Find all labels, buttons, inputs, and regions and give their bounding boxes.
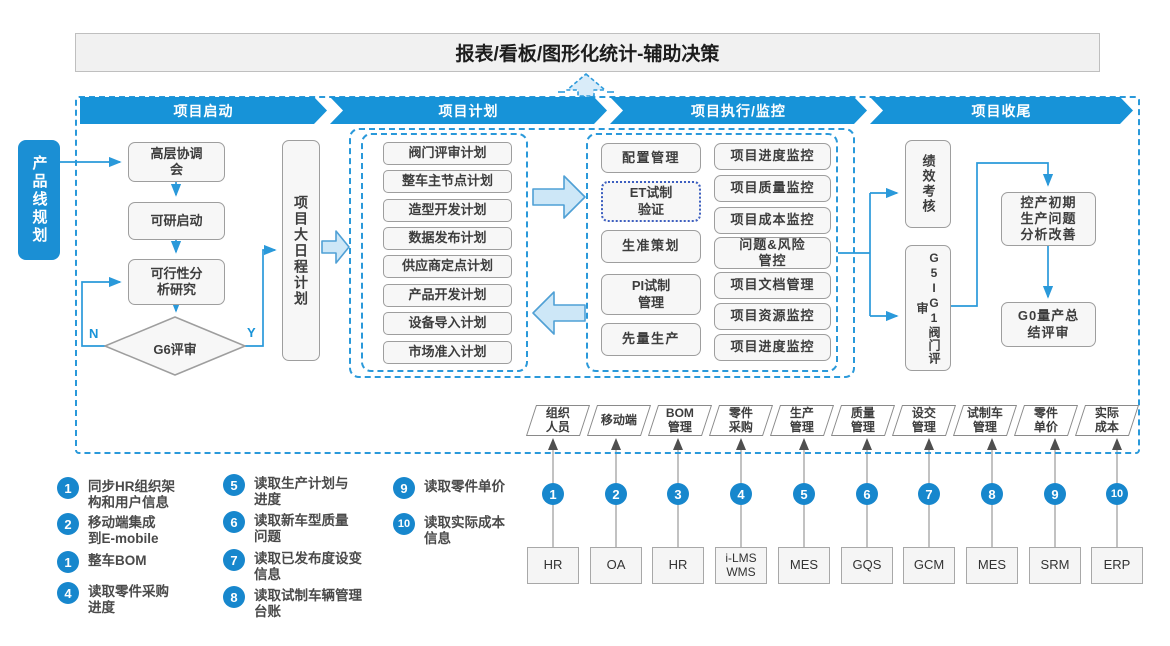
flow-number-badge: 1 xyxy=(542,483,564,505)
plan-item: 市场准入计划 xyxy=(383,341,512,364)
tag-bom-management: BOM 管理 xyxy=(647,405,713,436)
plan-item: 设备导入计划 xyxy=(383,312,512,335)
box-feasibility-analysis: 可行性分 析研究 xyxy=(128,259,225,305)
plan-item: 数据发布计划 xyxy=(383,227,512,250)
system-box-hr2: HR xyxy=(652,547,704,584)
tag-mobile: 移动端 xyxy=(586,405,652,436)
decision-no-label: N xyxy=(89,326,99,341)
decision-g6-review-label: G6评审 xyxy=(153,342,197,357)
monitor-item: 项目进度监控 xyxy=(714,334,831,361)
box-executive-coordination: 高层协调 会 xyxy=(128,142,225,182)
box-g0-mass-production-review: G0量产总 结评审 xyxy=(1001,302,1096,347)
flow-number-badge: 6 xyxy=(856,483,878,505)
flow-number-badge: 8 xyxy=(981,483,1003,505)
tag-quality-management: 质量 管理 xyxy=(830,405,896,436)
decision-yes-label: Y xyxy=(247,325,256,340)
system-box-oa: OA xyxy=(590,547,642,584)
tag-parts-purchasing: 零件 采购 xyxy=(708,405,774,436)
plan-container xyxy=(361,133,528,372)
monitor-item: 项目进度监控 xyxy=(714,143,831,170)
box-gate-review-g5ig1: G5IG1阀门评审 xyxy=(905,245,951,371)
flow-number-badge: 3 xyxy=(667,483,689,505)
exec-item-configuration: 配置管理 xyxy=(601,143,701,173)
plan-item: 阀门评审计划 xyxy=(383,142,512,165)
datasource-connectors xyxy=(548,438,1122,547)
exec-item-pilot-production: 先量生产 xyxy=(601,323,701,356)
system-box-hr: HR xyxy=(527,547,579,584)
monitor-item: 项目文档管理 xyxy=(714,272,831,299)
monitor-item: 问题&风险 管控 xyxy=(714,237,831,269)
main-dashed-frame xyxy=(75,96,1140,454)
exec-item-pi-trial: PI试制 管理 xyxy=(601,274,701,315)
execution-container xyxy=(586,133,838,372)
tag-design-change-management: 设交 管理 xyxy=(891,405,957,436)
system-box-erp: ERP xyxy=(1091,547,1143,584)
tag-trial-vehicle-management: 试制车 管理 xyxy=(952,405,1018,436)
system-box-srm: SRM xyxy=(1029,547,1081,584)
sync-up-icon xyxy=(558,73,614,97)
exec-item-production-prep: 生准策划 xyxy=(601,230,701,263)
phase-initiation: 项目启动 xyxy=(80,97,327,124)
monitor-item: 项目资源监控 xyxy=(714,303,831,330)
system-box-gcm: GCM xyxy=(903,547,955,584)
flow-number-badge: 10 xyxy=(1106,483,1128,505)
plan-item: 整车主节点计划 xyxy=(383,170,512,193)
report-title-bar: 报表/看板/图形化统计-辅助决策 xyxy=(75,33,1100,72)
phase-planning: 项目计划 xyxy=(330,97,607,124)
plan-execution-outer-container xyxy=(349,128,855,378)
plan-item: 造型开发计划 xyxy=(383,199,512,222)
page-title: 报表/看板/图形化统计-辅助决策 xyxy=(455,44,720,65)
phase-closure: 项目收尾 xyxy=(870,97,1133,124)
flow-number-badge: 2 xyxy=(605,483,627,505)
plan-item: 产品开发计划 xyxy=(383,284,512,307)
box-early-production-improvement: 控产初期 生产问题 分析改善 xyxy=(1001,192,1096,246)
system-box-gqs: GQS xyxy=(841,547,893,584)
tag-production-management: 生产 管理 xyxy=(769,405,835,436)
box-feasibility-kickoff: 可研启动 xyxy=(128,202,225,240)
flow-number-badge: 7 xyxy=(918,483,940,505)
system-box-mes: MES xyxy=(778,547,830,584)
box-master-schedule: 项目大日程计划 xyxy=(282,140,320,361)
system-box-mes2: MES xyxy=(966,547,1018,584)
box-performance-review: 绩效考核 xyxy=(905,140,951,228)
exec-item-et-trial: ET试制 验证 xyxy=(601,181,701,222)
phase-execution: 项目执行/监控 xyxy=(610,97,867,124)
flow-number-badge: 9 xyxy=(1044,483,1066,505)
tag-actual-cost: 实际 成本 xyxy=(1074,405,1140,436)
monitor-item: 项目质量监控 xyxy=(714,175,831,202)
system-box-ilms-wms: i-LMS WMS xyxy=(715,547,767,584)
plan-item: 供应商定点计划 xyxy=(383,255,512,278)
tag-part-unit-price: 零件 单价 xyxy=(1013,405,1079,436)
monitor-item: 项目成本监控 xyxy=(714,207,831,234)
product-line-planning-box: 产品线规划 xyxy=(18,140,60,260)
tag-organization-personnel: 组织 人员 xyxy=(525,405,591,436)
flow-number-badge: 4 xyxy=(730,483,752,505)
flow-number-badge: 5 xyxy=(793,483,815,505)
